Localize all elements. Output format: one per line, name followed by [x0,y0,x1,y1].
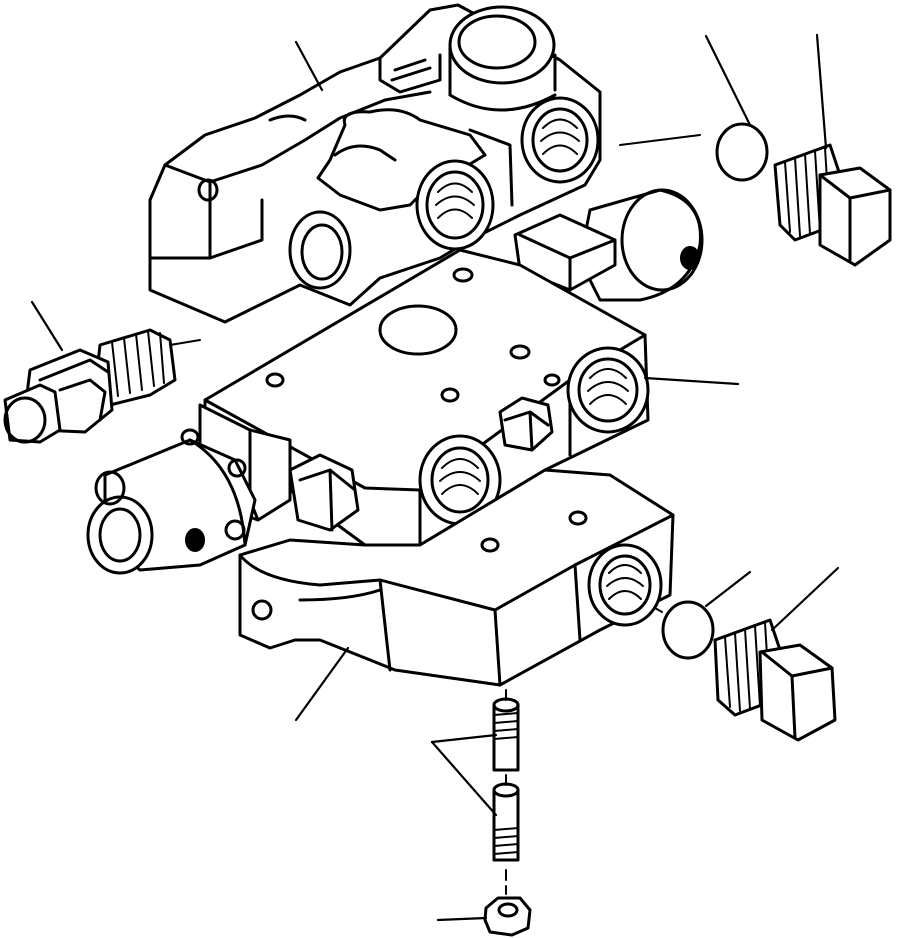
upper-right-o-ring [715,122,769,182]
upper-valve-body [148,3,602,324]
stud-bolts [492,697,520,862]
lower-right-plug [713,618,837,742]
rear-cartridge [513,188,704,302]
leader-lines [30,33,840,922]
centerlines [169,134,701,895]
lower-right-o-ring [661,600,715,660]
left-relief-valve [3,328,177,444]
middle-valve-section [198,248,650,547]
upper-right-plug [773,143,892,267]
left-solenoid-cartridge [86,428,257,575]
hex-nut [483,896,532,937]
lower-valve-cover [238,468,675,687]
